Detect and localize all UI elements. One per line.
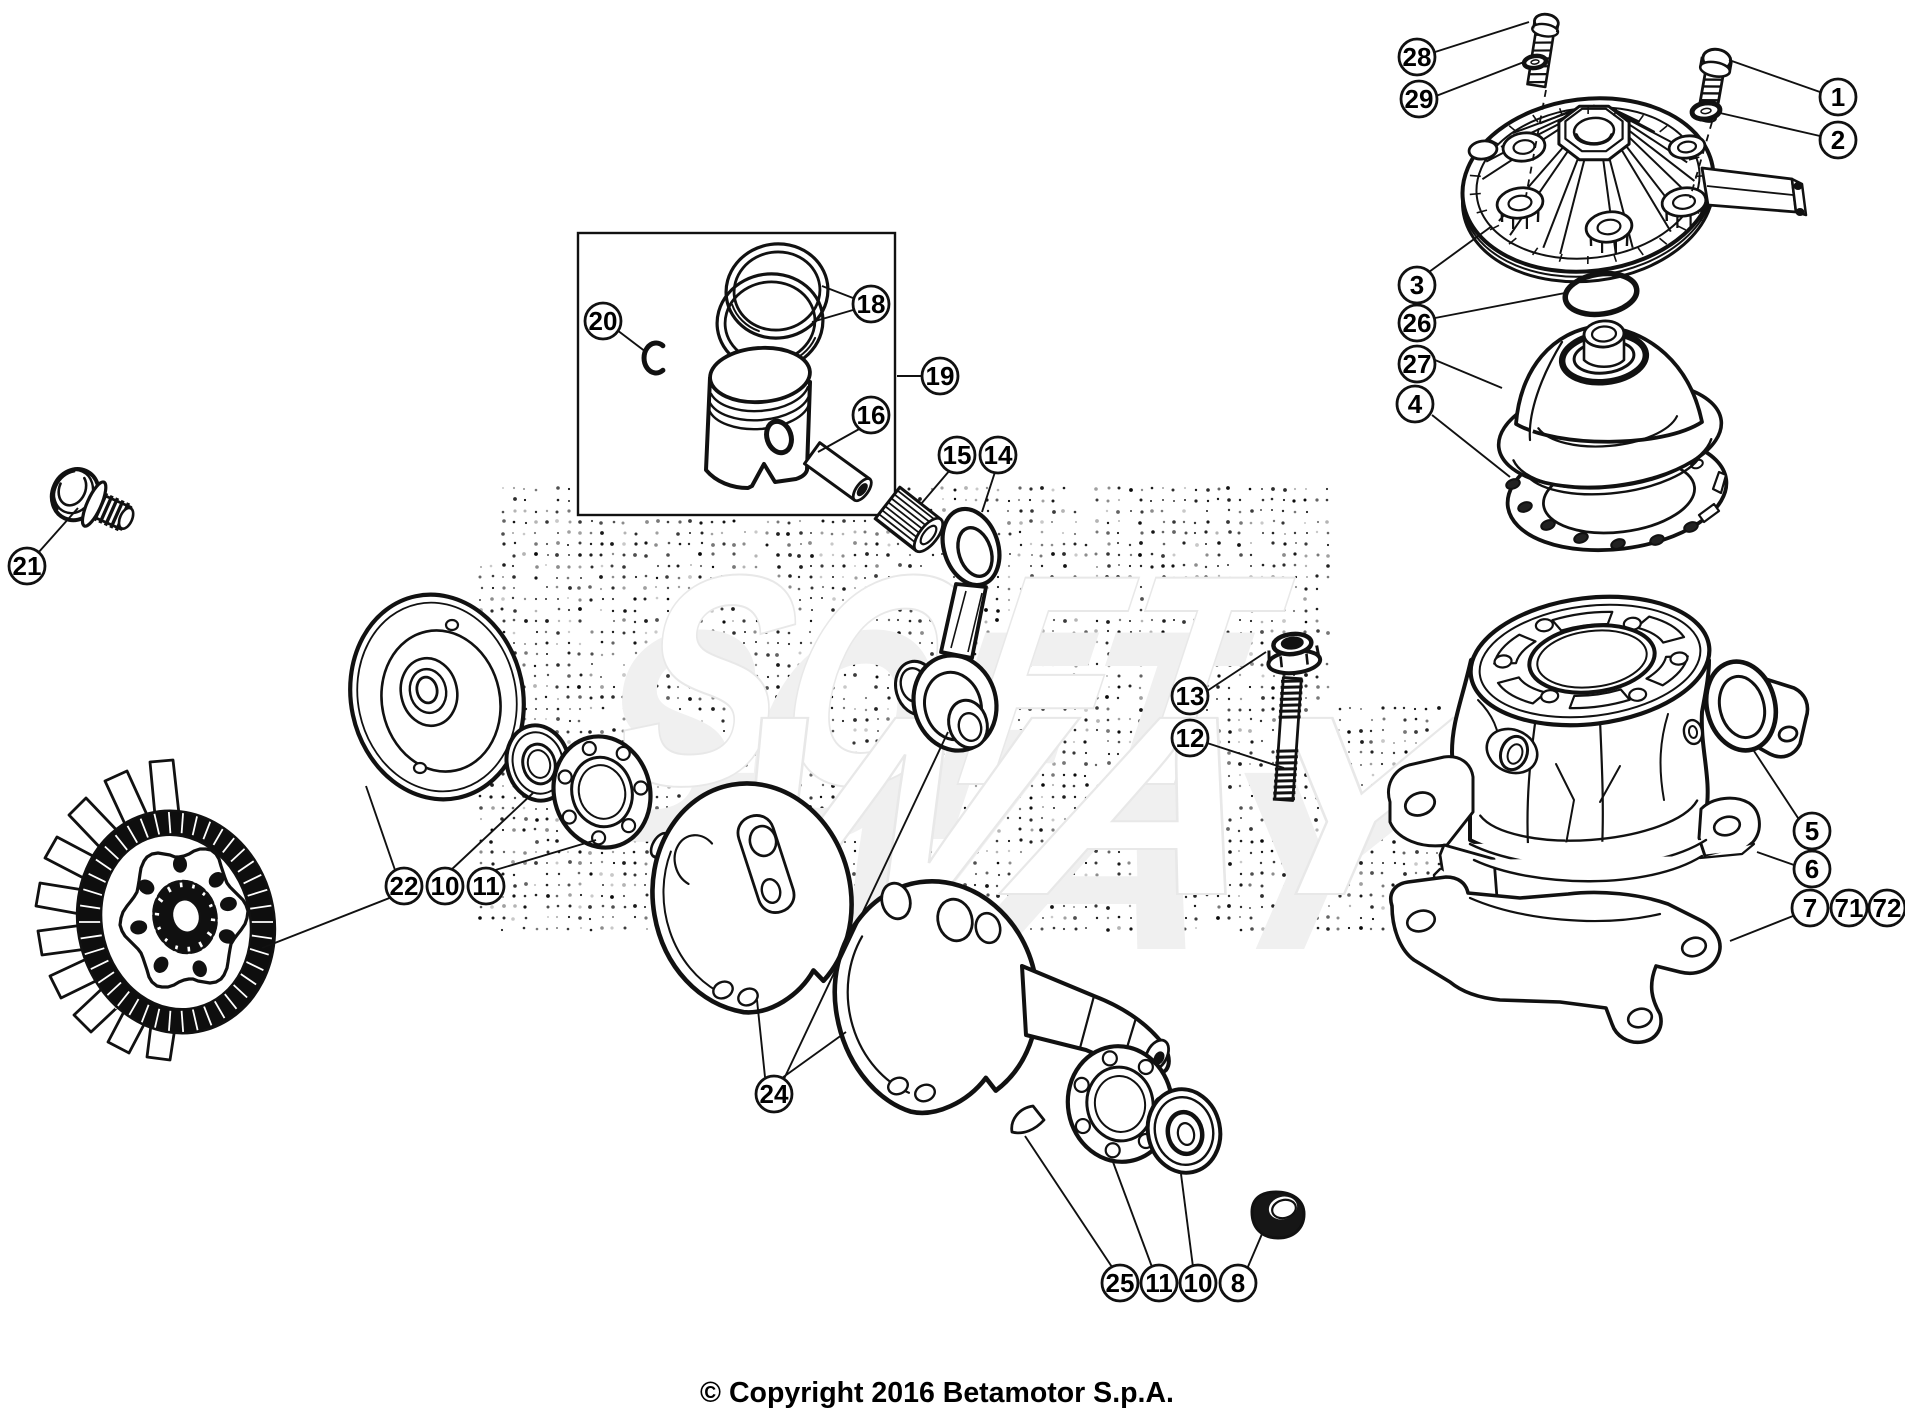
svg-text:11: 11: [472, 871, 500, 901]
svg-text:7: 7: [1803, 893, 1817, 923]
svg-text:10: 10: [431, 871, 460, 901]
svg-text:1: 1: [1831, 82, 1845, 112]
svg-text:2: 2: [1831, 125, 1845, 155]
svg-text:29: 29: [1405, 84, 1434, 114]
svg-text:18: 18: [857, 289, 886, 319]
svg-text:72: 72: [1873, 893, 1902, 923]
svg-text:27: 27: [1403, 349, 1432, 379]
svg-text:11: 11: [1145, 1268, 1173, 1298]
svg-text:19: 19: [926, 361, 955, 391]
svg-text:4: 4: [1408, 389, 1423, 419]
svg-text:5: 5: [1805, 816, 1819, 846]
svg-text:28: 28: [1403, 42, 1432, 72]
svg-text:26: 26: [1403, 308, 1432, 338]
svg-text:3: 3: [1410, 270, 1424, 300]
svg-text:71: 71: [1835, 893, 1864, 923]
svg-text:24: 24: [760, 1079, 789, 1109]
svg-text:22: 22: [390, 871, 419, 901]
svg-text:14: 14: [984, 440, 1013, 470]
svg-text:10: 10: [1184, 1268, 1213, 1298]
svg-text:16: 16: [857, 400, 886, 430]
svg-text:15: 15: [943, 440, 972, 470]
svg-text:6: 6: [1805, 854, 1819, 884]
svg-text:25: 25: [1106, 1268, 1135, 1298]
svg-text:8: 8: [1231, 1268, 1245, 1298]
svg-text:20: 20: [589, 306, 618, 336]
svg-text:21: 21: [13, 551, 42, 581]
svg-text:12: 12: [1176, 723, 1205, 753]
svg-text:© Copyright 2016 Betamotor S.p: © Copyright 2016 Betamotor S.p.A.: [700, 1377, 1174, 1409]
svg-text:13: 13: [1176, 681, 1205, 711]
